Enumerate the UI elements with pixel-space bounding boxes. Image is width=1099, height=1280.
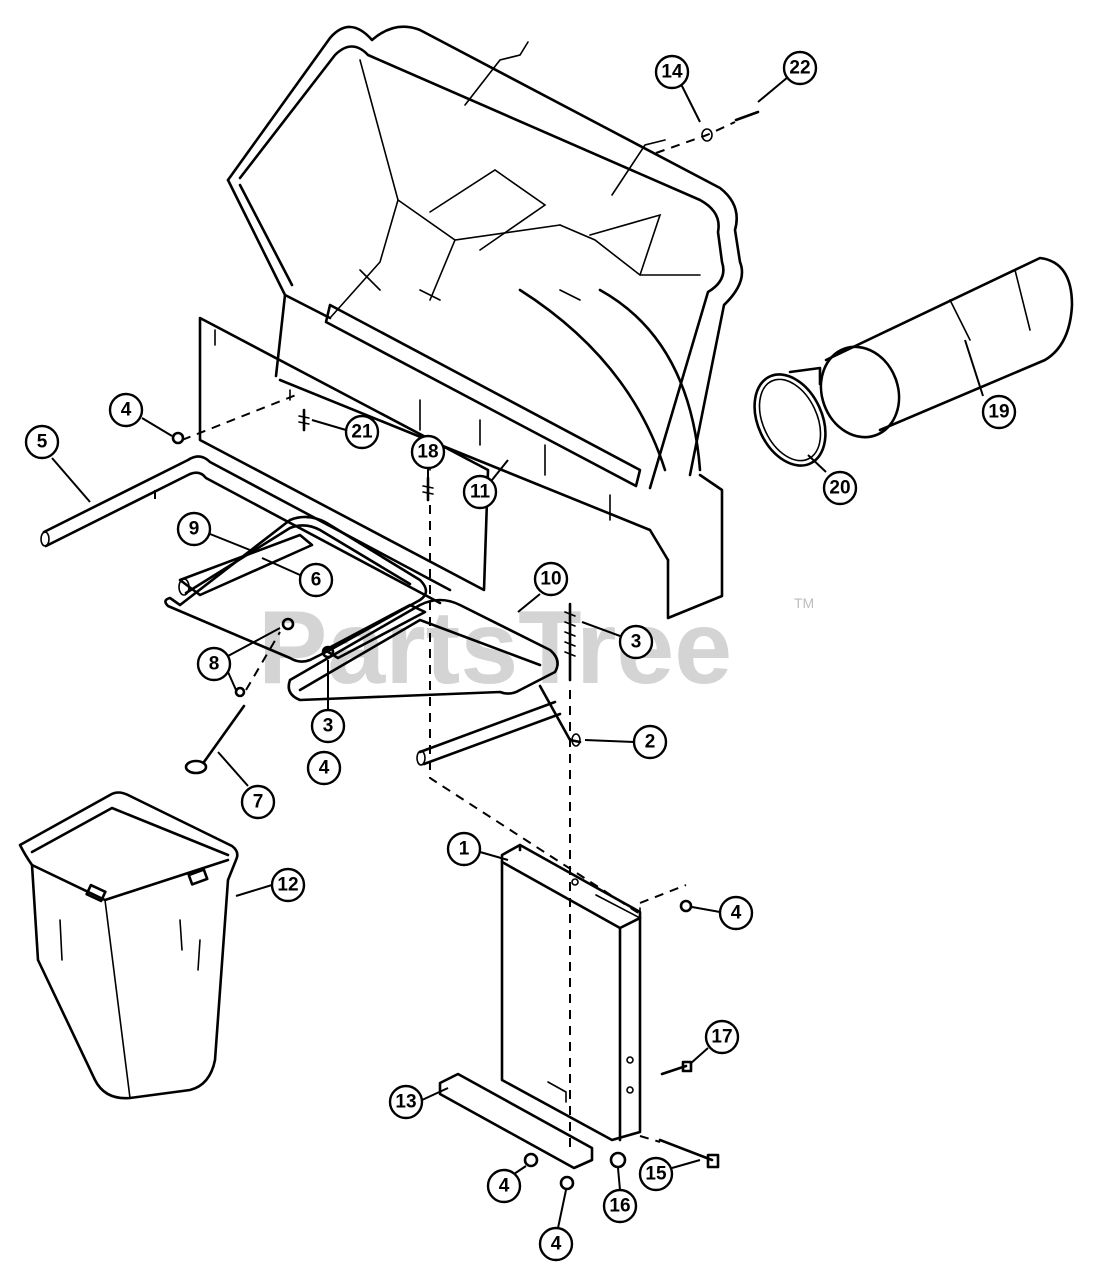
eye-bolt-part-7: [184, 704, 246, 775]
svg-text:7: 7: [253, 792, 264, 813]
callout-4: 4: [108, 392, 173, 437]
callout-3-center: 3: [310, 660, 346, 744]
bolts-part-3: [321, 602, 576, 682]
callout-15: 15: [638, 1156, 701, 1192]
svg-text:21: 21: [351, 422, 373, 443]
callout-4-center: 4: [306, 750, 342, 786]
callout-5: 5: [24, 424, 91, 503]
callout-8: 8: [196, 627, 281, 691]
svg-text:14: 14: [661, 62, 683, 83]
callout-12: 12: [235, 867, 306, 903]
svg-text:18: 18: [417, 442, 438, 463]
svg-text:15: 15: [645, 1164, 667, 1185]
bottom-fasteners: [523, 899, 720, 1191]
fasteners: [171, 110, 760, 502]
svg-text:6: 6: [311, 570, 322, 591]
callout-4-bottom: 4: [538, 1189, 574, 1262]
bag-frame-part-10: [287, 598, 559, 702]
svg-text:2: 2: [645, 732, 656, 753]
callout-4-bottom-left: 4: [486, 1165, 527, 1204]
svg-text:4: 4: [551, 1234, 562, 1255]
svg-text:4: 4: [319, 758, 330, 779]
callout-14: 14: [654, 54, 701, 123]
svg-text:11: 11: [470, 482, 491, 503]
callout-9: 9: [176, 511, 251, 551]
svg-text:13: 13: [395, 1092, 416, 1113]
chute-tube-part-19: [819, 256, 1074, 439]
callout-4-right-upper: 4: [691, 895, 754, 931]
hopper-housing-part-11: [226, 25, 744, 620]
svg-text:8: 8: [209, 654, 220, 675]
svg-text:17: 17: [711, 1027, 732, 1048]
svg-text:5: 5: [37, 432, 48, 453]
trademark-symbol: TM: [794, 595, 814, 611]
callout-7: 7: [217, 751, 276, 820]
callout-19: 19: [964, 339, 1017, 430]
callout-10: 10: [517, 561, 569, 613]
svg-text:12: 12: [277, 875, 298, 896]
svg-text:19: 19: [988, 402, 1009, 423]
svg-text:9: 9: [189, 519, 200, 540]
callout-3-right: 3: [581, 621, 654, 660]
svg-text:4: 4: [499, 1176, 510, 1197]
svg-text:4: 4: [731, 903, 742, 924]
svg-text:3: 3: [323, 716, 334, 737]
support-frame-tube-part-5: [40, 455, 452, 605]
svg-text:1: 1: [459, 839, 470, 860]
callout-6: 6: [261, 557, 334, 598]
support-strap-part-13: [438, 1072, 594, 1170]
grass-bag-part-12: [18, 791, 239, 1100]
callout-13: 13: [388, 1084, 449, 1120]
svg-text:22: 22: [789, 58, 810, 79]
callout-21: 21: [311, 414, 380, 450]
svg-text:3: 3: [631, 632, 642, 653]
svg-text:10: 10: [540, 569, 561, 590]
assembly-lines: [154, 121, 736, 1150]
callout-17: 17: [689, 1019, 740, 1065]
callout-1: 1: [446, 831, 509, 867]
hose-clamp-part-20: [753, 366, 827, 467]
mounting-bracket-part-1: [500, 843, 642, 1142]
callout-18: 18: [410, 434, 446, 478]
callout-22: 22: [757, 50, 818, 103]
callout-20: 20: [807, 454, 858, 506]
bag-frame-part-6: [164, 515, 428, 663]
svg-text:16: 16: [609, 1196, 630, 1217]
callout-11: 11: [462, 459, 509, 510]
nuts-part-8: [234, 617, 295, 698]
svg-text:20: 20: [829, 478, 850, 499]
callout-16: 16: [602, 1167, 638, 1224]
hopper-mounting-plate: [198, 316, 490, 592]
svg-text:4: 4: [121, 400, 132, 421]
callout-2: 2: [584, 724, 668, 760]
